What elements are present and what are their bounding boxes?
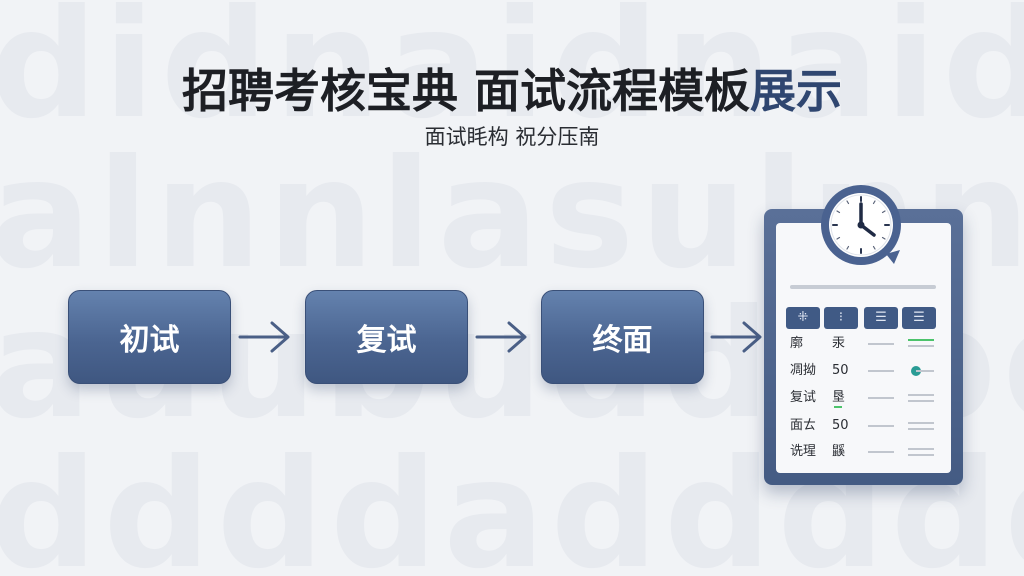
- title-main: 招聘考核宝典 面试流程模板: [181, 64, 750, 118]
- placeholder-line: [916, 370, 934, 372]
- column-header: ⁝: [824, 307, 858, 329]
- arrow-right-icon: [238, 321, 290, 353]
- step-label: 复试: [356, 323, 417, 358]
- placeholder-line: [868, 370, 894, 372]
- placeholder-line: [868, 451, 894, 453]
- row-label: 面ㄊ: [790, 418, 817, 433]
- divider: [790, 285, 936, 289]
- placeholder-line: [908, 400, 934, 402]
- step-second-interview: 复试: [305, 290, 468, 384]
- row-value: 鼷: [832, 444, 846, 459]
- row-label: 廓: [790, 336, 804, 351]
- column-header: ☰: [864, 307, 898, 329]
- arrow-right-icon: [475, 321, 527, 353]
- placeholder-line: [908, 428, 934, 430]
- placeholder-line: [908, 422, 934, 424]
- row-label: 诜瑆: [790, 444, 817, 459]
- row-label: 复试: [790, 390, 817, 405]
- placeholder-line: [868, 343, 894, 345]
- row-value: 50: [832, 363, 849, 378]
- step-first-interview: 初试: [68, 290, 231, 384]
- clock-icon: [821, 185, 901, 265]
- page-subtitle: 面试眊构 祝分压南: [424, 125, 600, 149]
- column-header: ⁜: [786, 307, 820, 329]
- step-final-interview: 终面: [541, 290, 704, 384]
- arrow-right-icon: [710, 321, 762, 353]
- placeholder-line: [908, 454, 934, 456]
- placeholder-line: [868, 425, 894, 427]
- step-label: 终面: [592, 323, 653, 358]
- title-accent: 展示: [750, 64, 842, 118]
- placeholder-line: [908, 345, 934, 347]
- status-mark: [834, 406, 842, 408]
- step-label: 初试: [119, 323, 180, 358]
- row-value: 50: [832, 418, 849, 433]
- column-header: ☰: [902, 307, 936, 329]
- row-value: 垦: [832, 390, 846, 405]
- placeholder-line: [908, 394, 934, 396]
- placeholder-line: [908, 448, 934, 450]
- status-bar: [908, 339, 934, 341]
- row-label: 凋拗: [790, 363, 817, 378]
- row-value: 汞: [832, 336, 846, 351]
- placeholder-line: [868, 397, 894, 399]
- page-title: 招聘考核宝典 面试流程模板展示: [0, 55, 1024, 121]
